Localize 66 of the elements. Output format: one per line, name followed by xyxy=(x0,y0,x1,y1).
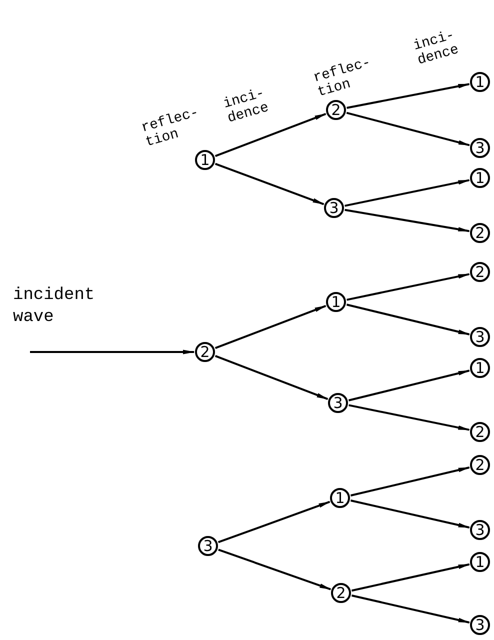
arrow xyxy=(344,208,470,232)
state-number: 2 xyxy=(475,458,485,472)
state-number: 3 xyxy=(329,200,339,216)
state-number: 3 xyxy=(475,140,485,156)
arrow xyxy=(218,548,332,590)
arrow xyxy=(348,370,470,402)
state-circle xyxy=(195,342,215,362)
state-circle xyxy=(470,422,490,442)
arrow xyxy=(218,500,331,544)
arrow xyxy=(346,304,470,336)
state-circle xyxy=(470,327,490,347)
state-number: 3 xyxy=(333,396,343,410)
state-number: 2 xyxy=(331,102,341,118)
state-number: 2 xyxy=(336,586,346,600)
arrow xyxy=(214,354,329,400)
state-number: 1 xyxy=(475,74,485,90)
arrow xyxy=(214,304,327,350)
state-number: 1 xyxy=(475,360,485,376)
state-number: 1 xyxy=(475,554,485,570)
state-number: 1 xyxy=(335,490,345,506)
arrow xyxy=(346,83,470,109)
state-circle xyxy=(195,150,215,170)
arrow xyxy=(214,162,325,206)
arrow xyxy=(346,112,470,146)
state-circle xyxy=(331,583,351,603)
state-number: 3 xyxy=(475,522,485,538)
state-circle xyxy=(326,292,346,312)
state-circle xyxy=(470,552,490,572)
state-circle xyxy=(330,488,350,508)
state-circle xyxy=(470,262,490,282)
state-circle xyxy=(328,393,348,413)
arrow xyxy=(351,594,470,624)
state-circle xyxy=(198,536,218,556)
arrow xyxy=(350,500,470,528)
state-number: 2 xyxy=(475,264,485,280)
state-number: 1 xyxy=(475,170,485,186)
state-number: 2 xyxy=(475,226,485,240)
state-number: 2 xyxy=(200,344,210,360)
state-number: 3 xyxy=(475,618,485,632)
column-heading: inci- dence xyxy=(222,84,272,127)
state-number: 2 xyxy=(475,424,485,440)
state-number: 3 xyxy=(203,538,213,554)
state-number: 1 xyxy=(200,152,210,168)
state-circle xyxy=(470,615,490,635)
state-circle xyxy=(470,455,490,475)
state-circle xyxy=(470,358,490,378)
state-circle xyxy=(470,168,490,188)
column-heading: reflec- tion xyxy=(140,104,202,151)
arrow xyxy=(351,563,470,592)
arrow xyxy=(348,404,470,431)
state-circle xyxy=(470,138,490,158)
state-circle xyxy=(326,100,346,120)
column-heading: reflec- tion xyxy=(312,54,374,101)
state-circle xyxy=(470,520,490,540)
input-label: incident wave xyxy=(13,285,96,329)
arrow xyxy=(214,112,327,158)
arrow xyxy=(30,350,195,354)
arrow xyxy=(346,273,470,301)
arrow xyxy=(350,466,470,496)
arrow xyxy=(344,179,470,207)
state-circle xyxy=(470,72,490,92)
state-number: 3 xyxy=(475,330,485,344)
column-heading: inci- dence xyxy=(412,26,462,69)
state-number: 1 xyxy=(331,294,341,310)
state-circle xyxy=(324,198,344,218)
state-circle xyxy=(470,223,490,243)
